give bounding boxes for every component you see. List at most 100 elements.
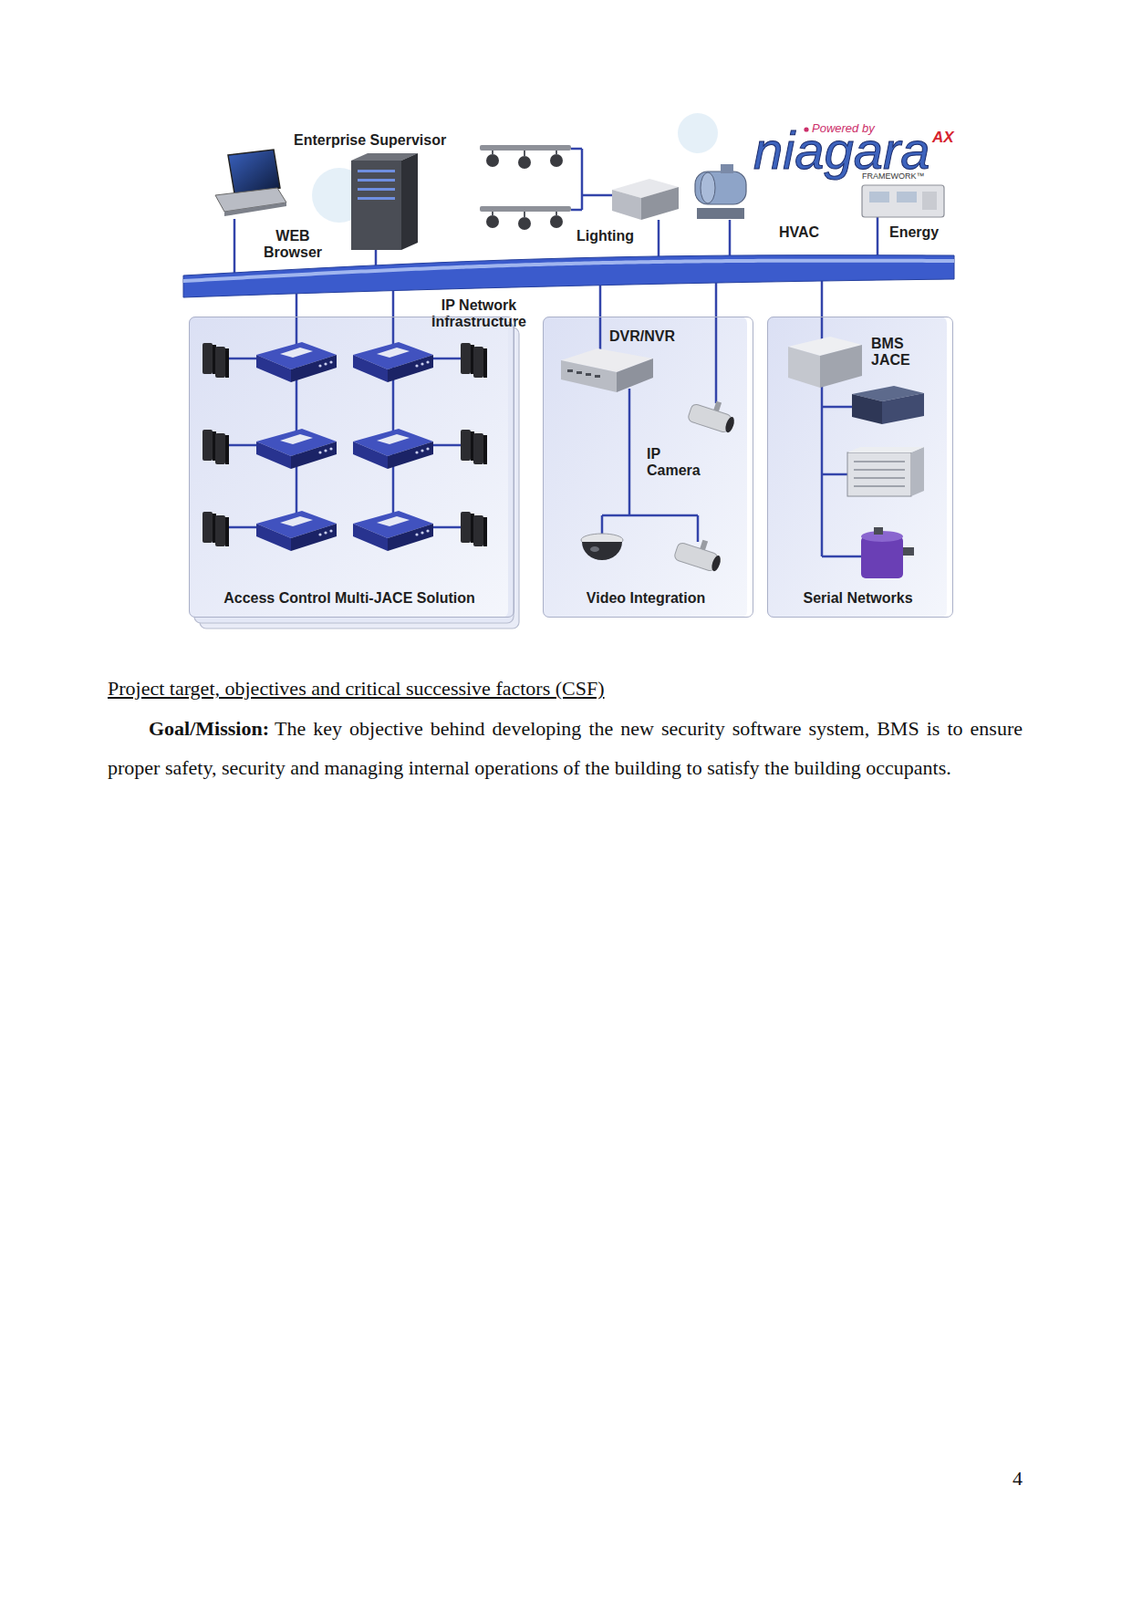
lighting-track	[486, 154, 563, 230]
lighting-track	[555, 150, 558, 156]
air-handling-unit	[911, 446, 925, 497]
dvr-recorder	[594, 374, 601, 378]
air-handling-unit	[853, 485, 905, 488]
background-bubble	[677, 113, 718, 154]
air-handling-unit	[853, 477, 905, 479]
card-reader	[215, 346, 229, 378]
card-reader	[460, 511, 475, 543]
bms-jace	[788, 346, 821, 388]
lighting-track	[555, 211, 558, 217]
device-label: Enterprise Supervisor	[293, 132, 447, 149]
video-wire	[599, 316, 603, 354]
lighting-track	[550, 154, 563, 167]
logo-text: AX	[932, 128, 955, 147]
panel-ground	[767, 316, 947, 618]
network-wire	[581, 194, 613, 198]
node-label: IP Camera	[646, 446, 707, 480]
bms-jace	[820, 344, 862, 388]
lighting-track	[479, 145, 572, 230]
node-label: Access Control Multi-JACE Solution	[189, 590, 509, 607]
boiler-unit	[903, 547, 914, 556]
air-handling-unit	[853, 460, 905, 463]
lighting-controller	[612, 178, 679, 220]
card-reader	[202, 511, 217, 543]
dvr-recorder	[567, 369, 601, 378]
card-reader	[202, 429, 217, 461]
logo-text: FRAMEWORK™	[861, 171, 925, 181]
hvac-chiller	[720, 164, 734, 174]
panel-ground	[188, 316, 509, 618]
fan-coil-unit	[882, 393, 925, 425]
bus-wire	[228, 526, 260, 530]
body-paragraph: Goal/Mission:The key objective behind de…	[107, 709, 1023, 788]
server-icon	[357, 169, 395, 173]
bus-wire	[228, 316, 461, 528]
card-reader	[460, 342, 475, 374]
lighting-track	[486, 215, 499, 229]
card-reader	[215, 515, 229, 547]
network-wire	[728, 219, 732, 259]
band-fill	[183, 255, 955, 298]
fan-coil-unit	[851, 394, 883, 425]
panel-ground	[542, 316, 748, 618]
network-connector	[392, 290, 395, 317]
boiler-unit	[861, 536, 904, 579]
lighting-controller	[612, 189, 642, 220]
server-icon	[401, 153, 418, 250]
lighting-track	[479, 145, 572, 151]
bus-wire	[228, 357, 260, 361]
dome-camera	[581, 541, 623, 561]
device-label: Lighting	[576, 228, 634, 245]
card-reader	[460, 429, 475, 461]
group-panel: Access Control Multi-JACE Solution	[188, 316, 515, 618]
lighting-track	[479, 206, 572, 212]
serial-wire	[821, 555, 862, 559]
lighting-track	[523, 150, 526, 157]
lighting-track	[518, 155, 531, 169]
lighting-track	[491, 150, 494, 156]
bus-wire	[430, 357, 461, 361]
card-reader	[473, 346, 488, 378]
server-icon	[357, 197, 395, 200]
video-wire	[715, 316, 718, 404]
network-connector	[599, 285, 603, 317]
video-wire	[696, 515, 700, 542]
server-icon	[351, 153, 418, 250]
laptop-icon	[228, 149, 281, 194]
group-panel: BMS JACESerial Networks	[767, 316, 954, 618]
jace-controller	[256, 342, 337, 383]
logo-text: niagara	[753, 124, 930, 177]
serial-wire	[821, 405, 852, 409]
bullet-camera	[673, 532, 726, 573]
jace-controller	[256, 342, 434, 551]
jace-controller	[353, 510, 434, 551]
bus-wire	[430, 444, 461, 447]
dvr-recorder	[576, 371, 582, 374]
section-heading: Project target, objectives and critical …	[107, 676, 605, 701]
dvr-recorder	[616, 358, 654, 393]
lighting-track	[486, 154, 499, 167]
bus-wire	[430, 526, 461, 530]
card-reader	[202, 342, 488, 547]
page-number: 4	[1012, 1466, 1023, 1491]
jace-controller	[353, 342, 434, 383]
energy-meter	[869, 191, 890, 203]
serial-wire	[820, 316, 824, 340]
card-reader	[473, 515, 488, 547]
group-panel: DVR/NVRIP CameraVideo Integration	[542, 316, 754, 618]
device-label: Energy	[889, 224, 939, 241]
jace-controller	[353, 428, 434, 469]
node-label: DVR/NVR	[609, 328, 676, 345]
card-reader	[202, 342, 217, 374]
body-text-lead: Goal/Mission:	[148, 716, 275, 740]
lighting-track	[492, 150, 557, 219]
laptop-icon	[224, 202, 287, 217]
dvr-recorder	[567, 369, 573, 373]
bms-jace	[788, 336, 862, 388]
dvr-recorder	[560, 360, 617, 393]
air-handling-unit	[847, 452, 912, 497]
dvr-recorder	[585, 373, 592, 376]
dvr-recorder	[560, 348, 654, 393]
